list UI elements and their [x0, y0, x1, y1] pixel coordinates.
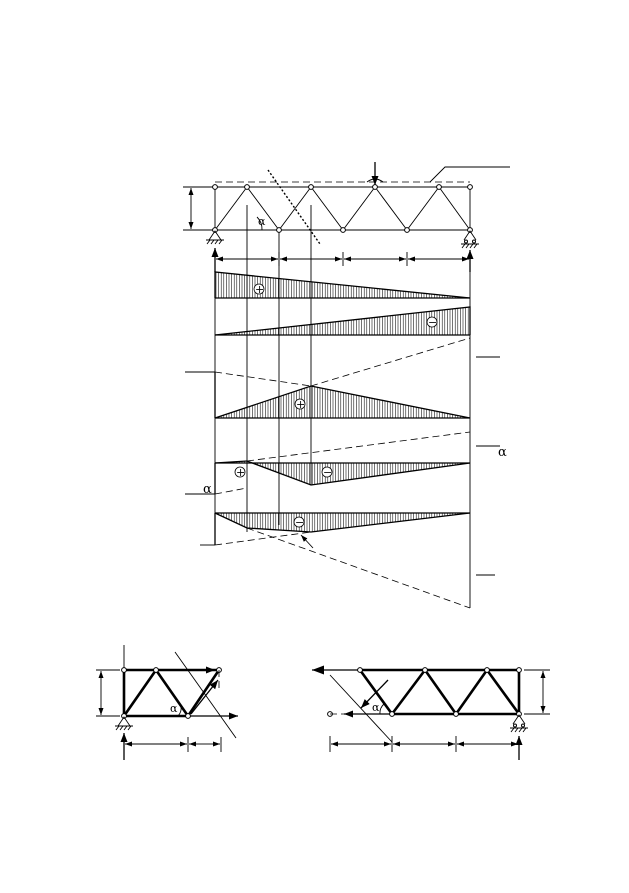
plus-sign: + [296, 398, 305, 411]
plus-sign: + [236, 466, 245, 479]
minus-sign: − [295, 516, 304, 529]
section-cut-line [267, 169, 321, 245]
span-dimensions [214, 252, 471, 266]
section-cut-line [329, 674, 393, 743]
alpha-label-main: α [258, 215, 266, 228]
alpha-label-il4-right: α [498, 445, 507, 460]
influence-lines: + − + [185, 205, 507, 609]
influence-line-1: + [214, 271, 471, 299]
alpha-label-right: α [372, 701, 380, 714]
roller-support-icon [461, 230, 479, 249]
reaction-arrows [211, 248, 474, 272]
minus-sign: − [428, 316, 437, 329]
influence-line-3: + [185, 337, 500, 419]
influence-line-4: α α + − [185, 431, 507, 497]
force-arrow-icon [190, 666, 238, 720]
truss-joints [212, 184, 473, 233]
minus-sign: − [323, 466, 332, 479]
pin-support-icon [206, 230, 224, 245]
plus-sign: + [255, 283, 264, 296]
height-dimension [183, 186, 213, 231]
right-free-body-diagram: α [312, 665, 550, 760]
down-arrow-icon [366, 162, 384, 185]
alpha-label-left: α [170, 702, 178, 715]
force-arrow-icon [312, 665, 390, 718]
pin-support-icon [115, 716, 133, 731]
influence-line-2: − [214, 306, 471, 336]
roller-support-icon [510, 714, 528, 733]
alpha-label-il4-left: α [203, 482, 212, 497]
left-free-body-diagram: α [96, 645, 238, 760]
leader-line [429, 166, 510, 183]
main-truss: α [183, 162, 510, 272]
influence-line-5: − [200, 512, 495, 609]
